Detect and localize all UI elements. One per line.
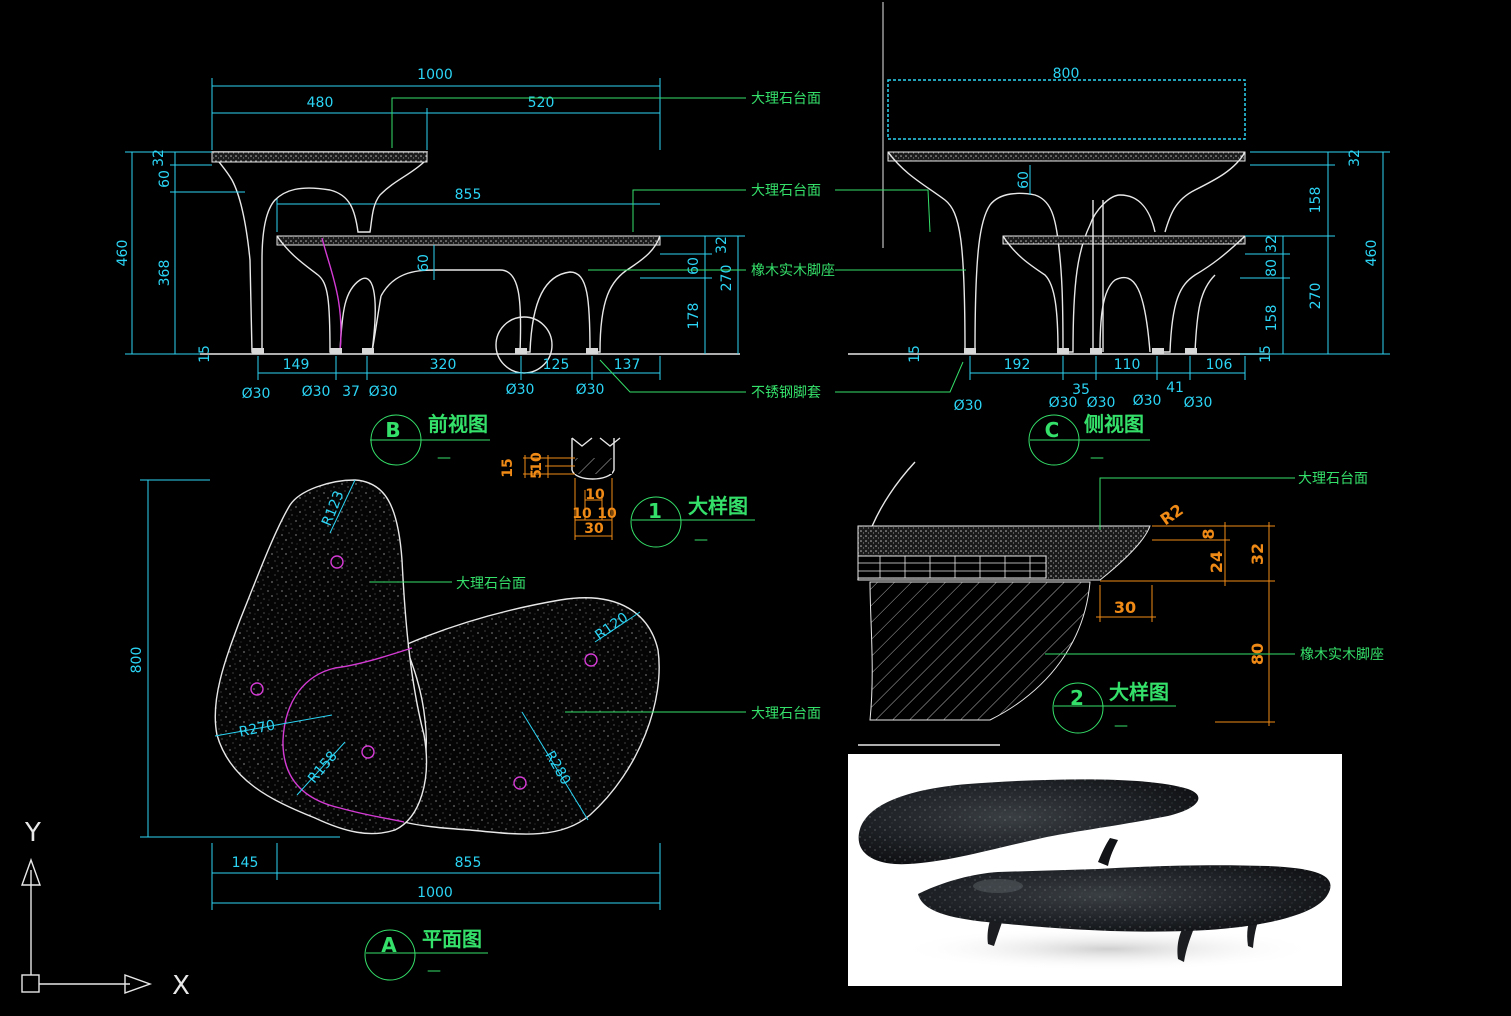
d2-v32: 32 [1248, 543, 1267, 565]
dim-side-b-192: 192 [1004, 357, 1031, 373]
dim-front-dia-3: Ø30 [369, 384, 398, 400]
dim-side-dia-1: Ø30 [954, 398, 983, 414]
plan-view-sub: — [427, 963, 441, 979]
dim-front-dia-1: Ø30 [242, 386, 271, 402]
ucs-icon: Y X [21, 818, 190, 1001]
dim-side-r-80: 80 [1264, 259, 1280, 277]
coffee-table-render-image [858, 779, 1331, 971]
dim-front-r-60: 60 [686, 257, 702, 275]
dim-front-b-137: 137 [614, 357, 641, 373]
side-view-title: 侧视图 [1084, 412, 1144, 436]
dim-front-h-top: 32 [151, 149, 167, 167]
label-front-marble-top-1: 大理石台面 [751, 91, 821, 107]
dim-front-h-15: 15 [197, 345, 213, 363]
dim-side-b-35: 35 [1072, 382, 1090, 398]
dim-side-r-158: 158 [1308, 187, 1324, 214]
dim-front-h-60: 60 [157, 170, 173, 188]
d1-w30: 30 [584, 521, 604, 537]
dim-side-b-41: 41 [1166, 380, 1184, 396]
dim-front-mid-60: 60 [416, 254, 432, 272]
d2-v8: 8 [1199, 528, 1218, 539]
dim-side-top: 800 [1053, 66, 1080, 82]
dim-front-dia-5: Ø30 [576, 382, 605, 398]
dim-plan-r270: R270 [238, 717, 277, 740]
detail-2-badge: 2 [1070, 686, 1084, 710]
d1-h10: 10 [529, 452, 545, 472]
d1-h15: 15 [500, 458, 516, 477]
dim-side-dia-3: Ø30 [1087, 395, 1116, 411]
plan-view-badge: A [381, 933, 397, 957]
dim-front-total: 1000 [417, 67, 453, 83]
render-photo [848, 754, 1342, 986]
d1-w10b: 10 [597, 506, 617, 522]
dim-front-b-320: 320 [430, 357, 457, 373]
label-front-oak-base: 橡木实木脚座 [751, 263, 835, 279]
dim-front-b-125: 125 [543, 357, 570, 373]
dim-plan-w1000: 1000 [417, 885, 453, 901]
detail-1: 15 10 5 10 10 10 30 1 大样图 — [500, 437, 755, 548]
side-view: 800 32 158 32 80 158 15 270 460 60 15 [835, 2, 1390, 466]
front-view: 1000 480 520 855 460 32 60 368 15 60 [115, 67, 835, 466]
ucs-y-label: Y [24, 818, 41, 848]
front-view-badge: B [385, 418, 400, 442]
dim-side-dia-5: Ø30 [1184, 395, 1213, 411]
dim-front-left: 480 [307, 95, 334, 111]
dim-front-lower: 855 [455, 187, 482, 203]
dim-front-r-32: 32 [714, 236, 730, 254]
dim-front-dia-4: Ø30 [506, 382, 535, 398]
dim-side-r-270: 270 [1308, 283, 1324, 310]
dim-plan-h800: 800 [129, 647, 145, 674]
d1-h5: 5 [529, 469, 545, 479]
dim-front-dia-2: Ø30 [302, 384, 331, 400]
d2-w30: 30 [1114, 598, 1136, 617]
label-plan-marble-top-1: 大理石台面 [456, 576, 526, 592]
plan-view-title: 平面图 [422, 927, 482, 951]
detail-1-badge: 1 [648, 499, 662, 523]
dim-front-r-270: 270 [719, 265, 735, 292]
d2-r2: R2 [1157, 500, 1187, 529]
side-view-sub: — [1090, 450, 1104, 466]
detail-1-title: 大样图 [688, 494, 748, 518]
dim-side-dia-4: Ø30 [1133, 393, 1162, 409]
dim-plan-w855: 855 [455, 855, 482, 871]
label-d2-marble-top: 大理石台面 [1298, 471, 1368, 487]
d1-w10a: 10 [572, 506, 592, 522]
dim-side-r-32b: 32 [1264, 235, 1280, 253]
dim-side-r-460: 460 [1364, 240, 1380, 267]
dim-side-b-110: 110 [1114, 357, 1141, 373]
detail-1-sub: — [694, 532, 708, 548]
detail-2: R2 8 24 32 30 80 大理石台面 橡木实木脚座 2 大样图 — [857, 461, 1384, 746]
dim-front-h-total: 460 [115, 240, 131, 267]
detail-2-title: 大样图 [1109, 680, 1169, 704]
d2-v24: 24 [1207, 551, 1226, 573]
label-front-marble-top-2: 大理石台面 [751, 183, 821, 199]
ucs-x-label: X [172, 971, 190, 1001]
front-view-title: 前视图 [428, 412, 488, 436]
side-view-badge: C [1045, 418, 1060, 442]
dim-plan-w145: 145 [232, 855, 259, 871]
dim-front-h-368: 368 [157, 260, 173, 287]
dim-side-b-106: 106 [1206, 357, 1233, 373]
dim-side-dia-2: Ø30 [1049, 395, 1078, 411]
dim-front-right: 520 [528, 95, 555, 111]
label-plan-marble-top-2: 大理石台面 [751, 706, 821, 722]
d1-w10: 10 [585, 487, 605, 503]
dim-front-b-37: 37 [342, 384, 360, 400]
dim-side-l-15: 15 [907, 345, 923, 363]
label-d2-oak-base: 橡木实木脚座 [1300, 647, 1384, 663]
dim-front-r-178: 178 [686, 303, 702, 330]
dim-side-r-158b: 158 [1264, 305, 1280, 332]
front-view-sub: — [437, 450, 451, 466]
dim-side-r-15: 15 [1258, 345, 1274, 363]
dim-side-mid-60: 60 [1016, 171, 1032, 189]
dim-front-b-149: 149 [283, 357, 310, 373]
plan-view: R123 R120 R270 R158 R280 800 145 855 100… [129, 479, 821, 981]
detail-2-sub: — [1114, 718, 1128, 734]
dim-side-r-32: 32 [1347, 149, 1363, 167]
label-front-steel-sleeve: 不锈钢脚套 [751, 385, 821, 401]
